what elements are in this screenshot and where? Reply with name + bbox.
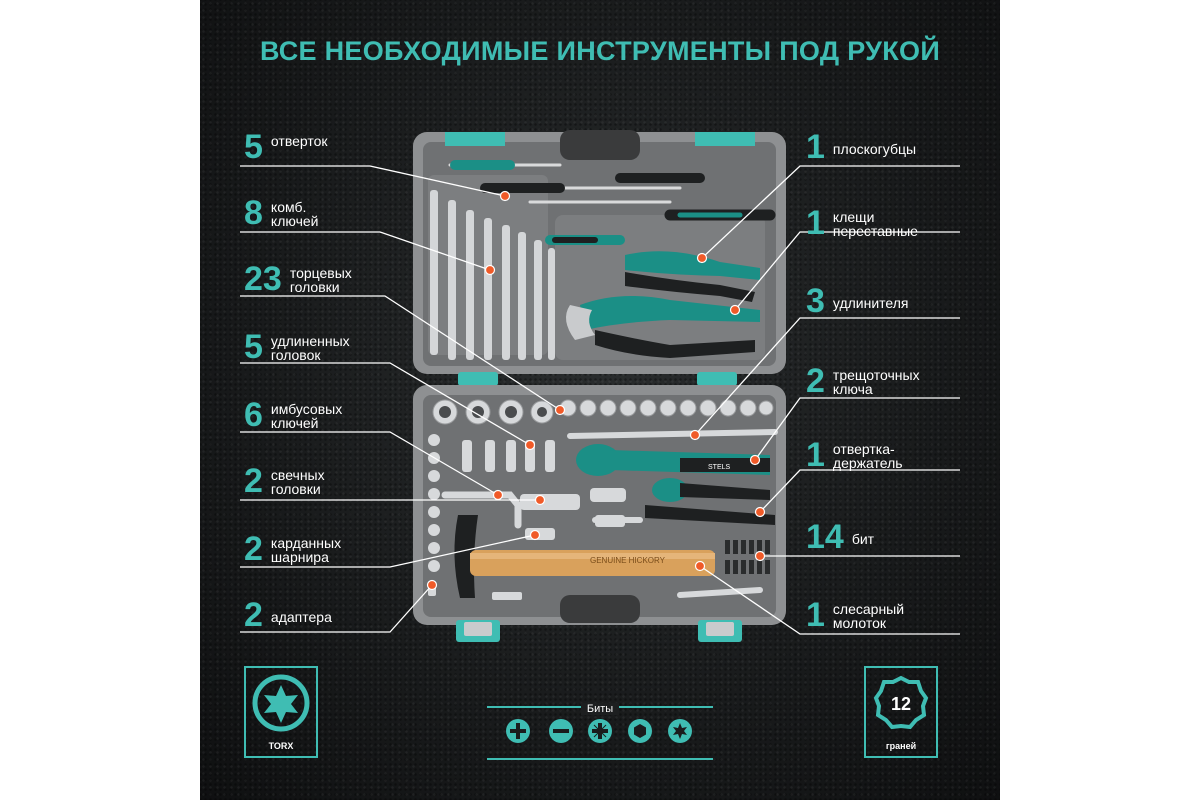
label-text: головки <box>270 481 321 497</box>
label-text: слесарный <box>832 601 905 617</box>
label-count: 3 <box>806 282 825 320</box>
twelve-point-icon: 12 <box>873 675 929 730</box>
label-text: удлиненных <box>270 333 350 349</box>
label-text: отверток <box>270 133 328 149</box>
label-combo-wrenches: 8 комб.ключей <box>244 196 318 230</box>
label-count: 2 <box>244 462 263 500</box>
torx-label: TORX <box>268 741 294 751</box>
torx-star-icon <box>252 674 310 732</box>
label-pliers: 1 плоскогубцы <box>806 130 916 164</box>
infographic-canvas: ВСЕ НЕОБХОДИМЫЕ ИНСТРУМЕНТЫ ПОД РУКОЙ <box>200 0 1000 800</box>
label-screwdrivers: 5 отверток <box>244 130 328 164</box>
label-text: удлинителя <box>832 295 909 311</box>
bits-panel: Биты <box>487 703 713 760</box>
label-count: 8 <box>244 194 263 232</box>
label-text: имбусовых <box>270 401 343 417</box>
label-text: ключа <box>832 381 873 397</box>
label-count: 2 <box>244 596 263 634</box>
twelve-point-badge: 12 граней <box>864 666 938 758</box>
label-text: свечных <box>270 467 325 483</box>
label-count: 2 <box>806 362 825 400</box>
tool-case-image: STELS GENUINE HICKORY <box>413 130 786 642</box>
label-text: клещи <box>832 209 875 225</box>
label-text: молоток <box>832 615 886 631</box>
label-count: 1 <box>806 436 825 474</box>
slotted-icon <box>549 719 573 743</box>
label-text: переставные <box>832 223 918 239</box>
label-text: плоскогубцы <box>832 141 917 157</box>
faces-label: граней <box>885 741 917 751</box>
label-text: головки <box>289 279 340 295</box>
label-adapters: 2 адаптера <box>244 598 332 632</box>
callout-lines <box>240 165 960 635</box>
label-count: 1 <box>806 204 825 242</box>
label-text: держатель <box>832 455 903 471</box>
label-text: ключей <box>270 415 319 431</box>
label-count: 14 <box>806 518 844 556</box>
label-text: бит <box>851 531 875 547</box>
label-count: 5 <box>244 128 263 166</box>
label-text: ключей <box>270 213 319 229</box>
label-bit-holder: 1 отвертка-держатель <box>806 438 903 472</box>
label-text: головок <box>270 347 321 363</box>
label-text: трещоточных <box>832 367 920 383</box>
page-title: ВСЕ НЕОБХОДИМЫЕ ИНСТРУМЕНТЫ ПОД РУКОЙ <box>259 36 941 66</box>
label-text: шарнира <box>270 549 329 565</box>
label-text: карданных <box>270 535 342 551</box>
faces-value: 12 <box>891 694 911 714</box>
label-text: отвертка- <box>832 441 895 457</box>
label-extensions: 3 удлинителя <box>806 284 909 318</box>
label-count: 23 <box>244 260 282 298</box>
label-count: 1 <box>806 128 825 166</box>
label-count: 5 <box>244 328 263 366</box>
hammer-text: GENUINE HICKORY <box>590 556 666 565</box>
label-count: 1 <box>806 596 825 634</box>
bits-title: Биты <box>580 703 620 715</box>
label-text: торцевых <box>289 265 352 281</box>
brand-text: STELS <box>708 464 731 471</box>
label-bits: 14 бит <box>806 520 874 554</box>
phillips-icon <box>506 719 530 743</box>
pozidriv-icon <box>588 719 612 743</box>
label-text: адаптера <box>270 609 332 625</box>
label-count: 2 <box>244 530 263 568</box>
torx-icon <box>668 719 692 743</box>
label-text: комб. <box>270 199 307 215</box>
label-count: 6 <box>244 396 263 434</box>
torx-badge: TORX <box>244 666 318 758</box>
hex-icon <box>628 719 652 743</box>
